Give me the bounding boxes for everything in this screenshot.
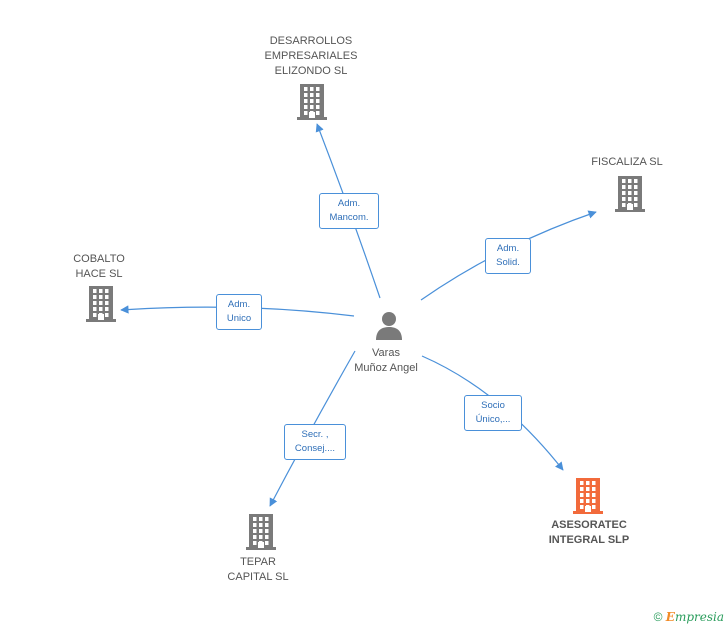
node-line: CAPITAL SL [227, 571, 289, 583]
node-line: HACE SL [75, 268, 123, 280]
node-line: ELIZONDO SL [274, 65, 348, 77]
node-line: COBALTO [73, 253, 125, 265]
node-label-fiscaliza[interactable]: FISCALIZA SL [576, 155, 678, 170]
building-icon[interactable] [85, 286, 117, 322]
edge-label-line: Consej.... [294, 443, 336, 454]
building-icon[interactable] [245, 514, 277, 550]
node-label-desarrollos[interactable]: DESARROLLOS EMPRESARIALES ELIZONDO SL [246, 34, 376, 79]
edge-label-cobalto[interactable]: Adm. Unico [216, 294, 262, 330]
edge-label-desarrollos[interactable]: Adm. Mancom. [319, 193, 379, 229]
node-line: ASESORATEC [551, 519, 627, 531]
node-line: INTEGRAL SLP [548, 534, 630, 546]
copyright-symbol: © [653, 610, 663, 624]
center-person-label[interactable]: Varas Muñoz Angel [336, 346, 436, 376]
node-line: FISCALIZA SL [591, 156, 663, 168]
brand-initial: E [665, 610, 675, 624]
building-icon[interactable] [572, 478, 604, 514]
building-icon[interactable] [614, 176, 646, 212]
person-icon[interactable] [374, 310, 404, 340]
edge-label-line: Unico [226, 313, 252, 324]
node-line: DESARROLLOS [269, 35, 353, 47]
node-line: TEPAR [240, 556, 276, 568]
node-label-asesoratec[interactable]: ASESORATEC INTEGRAL SLP [530, 518, 648, 548]
edge-label-tepar[interactable]: Secr. , Consej.... [284, 424, 346, 460]
edge-label-line: Adm. [227, 299, 251, 310]
empresia-logo[interactable]: © Empresia [654, 610, 724, 624]
edge-label-asesoratec[interactable]: Socio Único,... [464, 395, 522, 431]
building-icon[interactable] [296, 84, 328, 120]
edge-label-line: Único,... [475, 414, 511, 425]
node-line: EMPRESARIALES [264, 50, 358, 62]
edge-label-line: Adm. [496, 243, 520, 254]
edge-label-line: Socio [481, 400, 505, 411]
edge-label-line: Adm. [337, 198, 361, 209]
edge-label-line: Secr. , [301, 429, 329, 440]
edge-label-line: Solid. [496, 257, 520, 268]
center-name-line1: Varas [372, 347, 400, 359]
edge-label-line: Mancom. [329, 212, 369, 223]
brand-name: mpresia [674, 610, 724, 624]
node-label-tepar[interactable]: TEPAR CAPITAL SL [212, 555, 304, 585]
center-name-line2: Muñoz Angel [354, 362, 418, 374]
node-label-cobalto[interactable]: COBALTO HACE SL [54, 252, 144, 282]
edge-label-fiscaliza[interactable]: Adm. Solid. [485, 238, 531, 274]
